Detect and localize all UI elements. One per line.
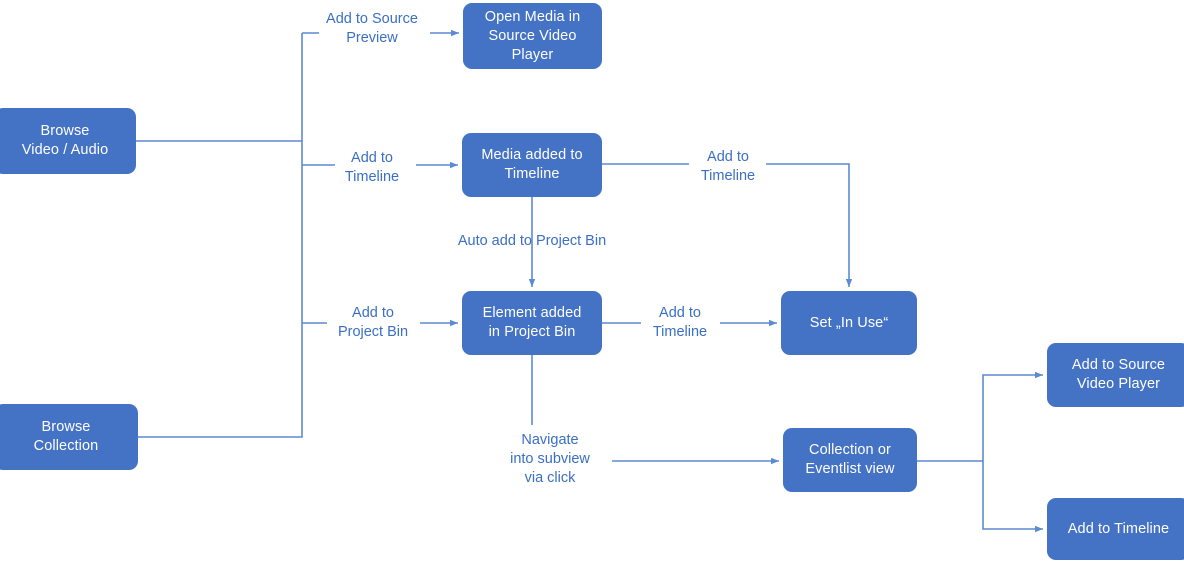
node-label: Browse Collection: [33, 419, 99, 454]
node-label: Browse Video / Audio: [21, 123, 109, 158]
node-add-to-source-video-player[interactable]: Add to Source Video Player: [1047, 343, 1184, 407]
node-browse-collection[interactable]: Browse Collection: [0, 404, 138, 470]
edge-browse-collection-to-trunk: [138, 33, 303, 438]
edge-label-add-to-timeline-mid: Add to Timeline: [652, 305, 708, 340]
node-element-added-in-project-bin[interactable]: Element added in Project Bin: [462, 291, 602, 355]
node-media-added-to-timeline[interactable]: Media added to Timeline: [462, 133, 602, 197]
edge-label-add-to-timeline-top: Add to Timeline: [344, 150, 400, 185]
edge-label-add-to-source-preview: Add to Source Preview: [326, 11, 418, 46]
edge-label-add-to-project-bin: Add to Project Bin: [337, 305, 409, 340]
node-set-in-use[interactable]: Set „In Use“: [781, 291, 917, 355]
edge-collection-to-source-video: [982, 371, 1043, 461]
node-label: Open Media in Source Video Player: [484, 8, 581, 63]
node-add-to-timeline[interactable]: Add to Timeline: [1047, 498, 1184, 560]
edge-collection-to-timeline: [982, 461, 1043, 533]
node-collection-or-eventlist-view[interactable]: Collection or Eventlist view: [783, 428, 917, 492]
node-label: Set „In Use“: [809, 314, 889, 331]
edge-label-auto-add-to-project-bin: Auto add to Project Bin: [457, 233, 607, 249]
node-label: Add to Source Video Player: [1071, 357, 1166, 392]
node-label: Element added in Project Bin: [482, 305, 582, 340]
node-label: Collection or Eventlist view: [805, 442, 895, 477]
node-label: Add to Timeline: [1067, 520, 1170, 537]
edge-label-add-to-timeline-right: Add to Timeline: [700, 149, 756, 184]
node-open-media-source-video-player[interactable]: Open Media in Source Video Player: [463, 3, 602, 69]
node-browse-video-audio[interactable]: Browse Video / Audio: [0, 108, 136, 174]
node-label: Media added to Timeline: [481, 147, 583, 182]
edge-media-timeline-to-set-in-use-right: [766, 163, 853, 287]
edge-label-navigate-into-subview: Navigate into subview via click: [510, 432, 590, 486]
